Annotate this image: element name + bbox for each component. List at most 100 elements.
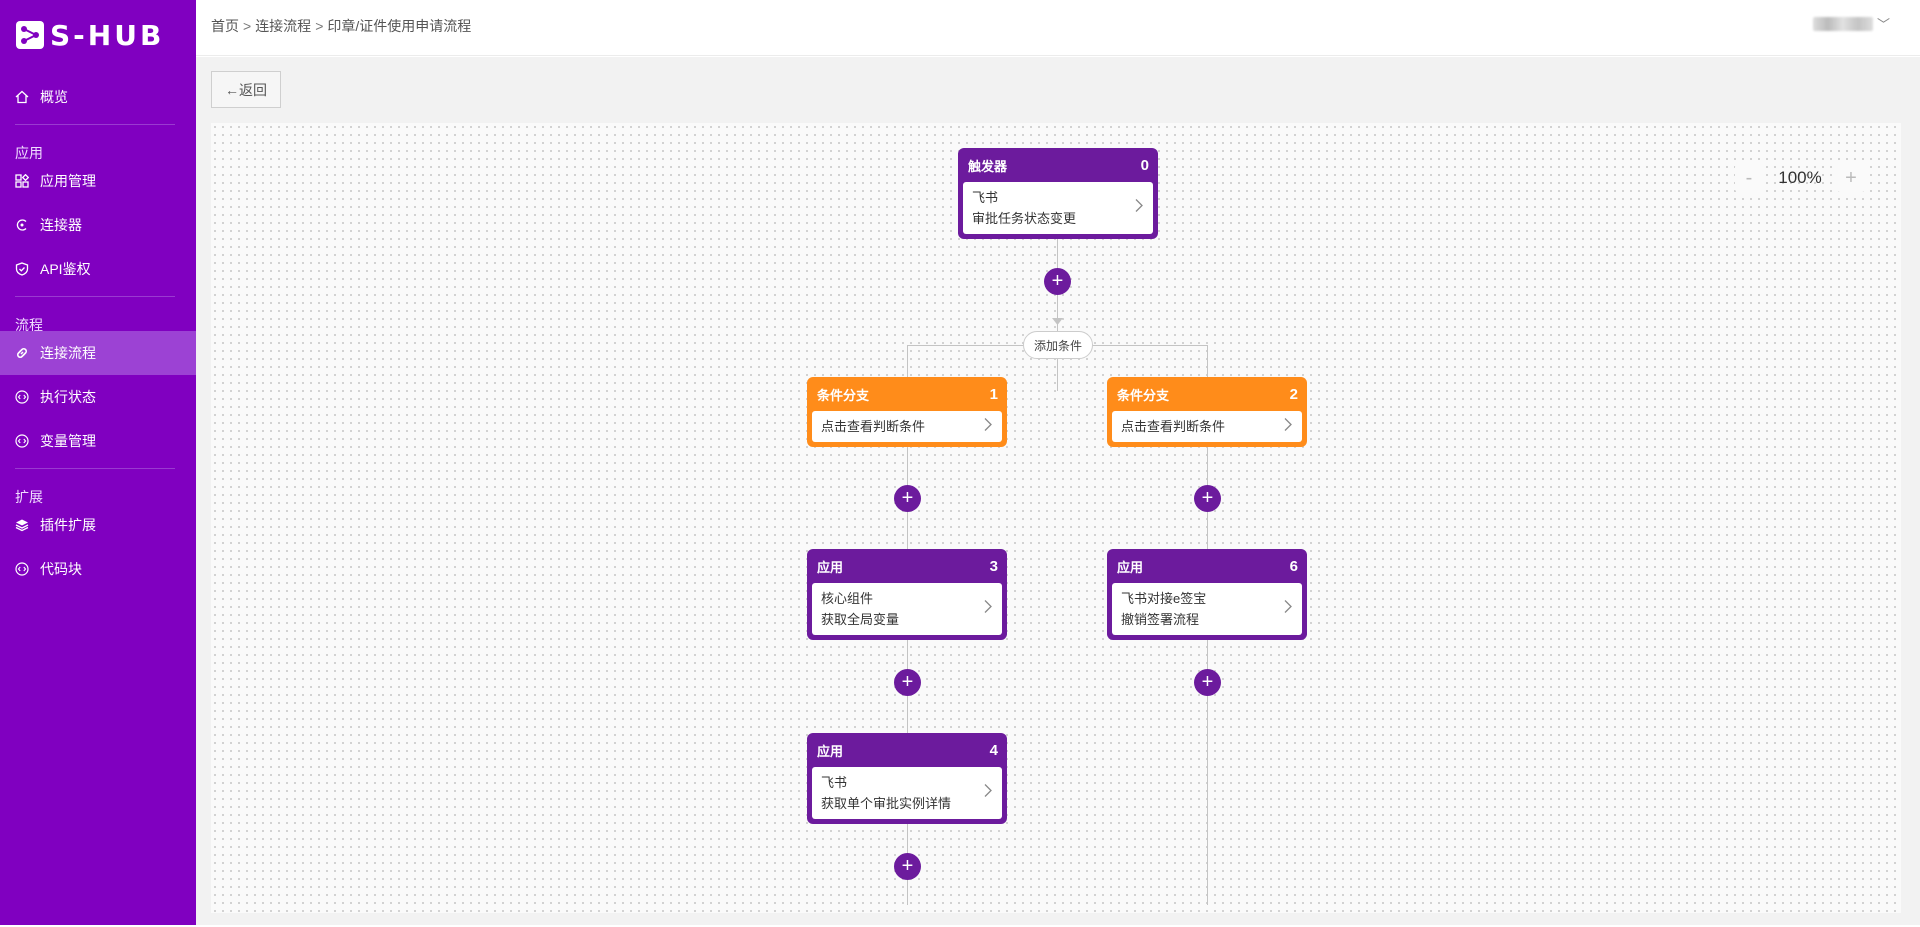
back-button[interactable]: ←返回 <box>211 71 281 108</box>
node-number: 1 <box>989 385 998 403</box>
breadcrumb-current: 印章/证件使用申请流程 <box>327 18 472 34</box>
node-number: 6 <box>1289 557 1298 575</box>
node-header: 条件分支 1 <box>812 377 1002 411</box>
link-icon <box>15 346 29 360</box>
node-header: 应用 3 <box>812 549 1002 583</box>
node-title: 条件分支 <box>1117 387 1170 403</box>
condition-branch-node[interactable]: 条件分支 1 点击查看判断条件 <box>807 377 1007 447</box>
node-number: 2 <box>1289 385 1298 403</box>
node-title: 触发器 <box>968 158 1008 174</box>
sidebar-item-label: 代码块 <box>40 561 82 577</box>
shield-icon <box>15 262 29 276</box>
zoom-control: - 100% + <box>1735 161 1865 195</box>
sidebar-item-label: 连接流程 <box>40 345 96 361</box>
node-detail[interactable]: 飞书 审批任务状态变更 <box>963 182 1153 234</box>
app-node[interactable]: 应用 4 飞书 获取单个审批实例详情 <box>807 733 1007 824</box>
node-detail[interactable]: 点击查看判断条件 <box>812 411 1002 442</box>
add-step-button[interactable]: + <box>1044 268 1071 295</box>
node-header: 应用 4 <box>812 733 1002 767</box>
chevron-right-icon <box>984 599 992 620</box>
sidebar-item-connector[interactable]: 连接器 <box>0 203 196 247</box>
node-title: 条件分支 <box>817 387 870 403</box>
node-detail[interactable]: 飞书 获取单个审批实例详情 <box>812 767 1002 819</box>
sidebar-item-exec-status[interactable]: 执行状态 <box>0 375 196 419</box>
connector-icon <box>15 218 29 232</box>
user-menu[interactable]: ﹀ <box>1812 14 1890 33</box>
node-number: 3 <box>989 557 998 575</box>
logo: S-HUB <box>16 18 164 52</box>
trigger-node[interactable]: 触发器 0 飞书 审批任务状态变更 <box>958 148 1158 239</box>
view-condition-link: 点击查看判断条件 <box>821 419 926 434</box>
layers-icon <box>15 518 29 532</box>
zoom-out-button[interactable]: - <box>1735 164 1763 192</box>
arrow-down-icon <box>1052 318 1063 325</box>
sidebar-item-api-auth[interactable]: API鉴权 <box>0 247 196 291</box>
zoom-level: 100% <box>1778 168 1822 187</box>
node-header: 条件分支 2 <box>1112 377 1302 411</box>
apps-icon <box>15 174 29 188</box>
connector-line <box>1057 237 1058 391</box>
node-detail[interactable]: 点击查看判断条件 <box>1112 411 1302 442</box>
node-detail[interactable]: 核心组件 获取全局变量 <box>812 583 1002 635</box>
connector-line <box>1058 345 1207 346</box>
sidebar-divider <box>15 124 175 125</box>
sidebar-item-plugin-ext[interactable]: 插件扩展 <box>0 503 196 547</box>
sidebar: S-HUB 概览 应用 应用管理 连接器 API鉴权 流程 连接流程 <box>0 0 196 925</box>
condition-branch-node[interactable]: 条件分支 2 点击查看判断条件 <box>1107 377 1307 447</box>
breadcrumb-connect-flow[interactable]: 连接流程 <box>255 18 312 34</box>
sidebar-item-connect-flow[interactable]: 连接流程 <box>0 331 196 375</box>
sidebar-item-label: 执行状态 <box>40 389 96 405</box>
node-app-name: 飞书 <box>972 190 999 205</box>
node-app-name: 飞书对接e签宝 <box>1121 591 1207 606</box>
breadcrumb-separator: > <box>315 18 324 34</box>
sidebar-group-app: 应用 <box>15 145 43 161</box>
add-step-button[interactable]: + <box>894 669 921 696</box>
zoom-in-button[interactable]: + <box>1836 164 1865 192</box>
code-circle-icon <box>15 390 29 404</box>
sidebar-group-flow: 流程 <box>15 317 43 333</box>
code-circle-icon <box>15 562 29 576</box>
view-condition-link: 点击查看判断条件 <box>1121 419 1226 434</box>
sidebar-item-app-manage[interactable]: 应用管理 <box>0 159 196 203</box>
breadcrumb-home[interactable]: 首页 <box>211 18 239 34</box>
flow-canvas[interactable]: - 100% + 触发器 0 飞书 审批任务状态变更 + 添加条件 <box>211 123 1901 913</box>
node-action-name: 审批任务状态变更 <box>972 211 1077 226</box>
sidebar-item-label: 连接器 <box>40 217 82 233</box>
top-bar: 首页>连接流程>印章/证件使用申请流程 ﹀ <box>196 0 1920 56</box>
app-node[interactable]: 应用 3 核心组件 获取全局变量 <box>807 549 1007 640</box>
add-step-button[interactable]: + <box>894 853 921 880</box>
sidebar-divider <box>15 296 175 297</box>
add-step-button[interactable]: + <box>1194 485 1221 512</box>
node-detail[interactable]: 飞书对接e签宝 撤销签署流程 <box>1112 583 1302 635</box>
add-step-button[interactable]: + <box>894 485 921 512</box>
sidebar-item-overview[interactable]: 概览 <box>0 75 196 119</box>
chevron-right-icon <box>1284 599 1292 620</box>
add-step-button[interactable]: + <box>1194 669 1221 696</box>
code-circle-icon <box>15 434 29 448</box>
breadcrumb: 首页>连接流程>印章/证件使用申请流程 <box>211 16 471 36</box>
node-title: 应用 <box>817 559 844 575</box>
connector-line <box>907 345 1057 346</box>
sidebar-item-label: 应用管理 <box>40 173 96 189</box>
sidebar-item-var-manage[interactable]: 变量管理 <box>0 419 196 463</box>
node-number: 4 <box>989 741 998 759</box>
node-title: 应用 <box>1117 559 1144 575</box>
node-action-name: 获取全局变量 <box>821 612 900 627</box>
sidebar-item-label: 插件扩展 <box>40 517 96 533</box>
add-condition-button[interactable]: 添加条件 <box>1023 331 1093 359</box>
sidebar-group-ext: 扩展 <box>15 489 43 505</box>
node-app-name: 核心组件 <box>821 591 874 606</box>
node-app-name: 飞书 <box>821 775 848 790</box>
node-action-name: 获取单个审批实例详情 <box>821 796 952 811</box>
chevron-right-icon <box>1135 198 1143 219</box>
sidebar-divider <box>15 468 175 469</box>
node-header: 应用 6 <box>1112 549 1302 583</box>
avatar <box>1812 16 1873 31</box>
main-content: ←返回 - 100% + 触发器 0 飞书 审批任务状态变更 <box>196 57 1920 925</box>
home-icon <box>15 90 29 104</box>
sidebar-item-code-block[interactable]: 代码块 <box>0 547 196 591</box>
node-action-name: 撤销签署流程 <box>1121 612 1200 627</box>
sidebar-item-label: 变量管理 <box>40 433 96 449</box>
node-title: 应用 <box>817 743 844 759</box>
app-node[interactable]: 应用 6 飞书对接e签宝 撤销签署流程 <box>1107 549 1307 640</box>
